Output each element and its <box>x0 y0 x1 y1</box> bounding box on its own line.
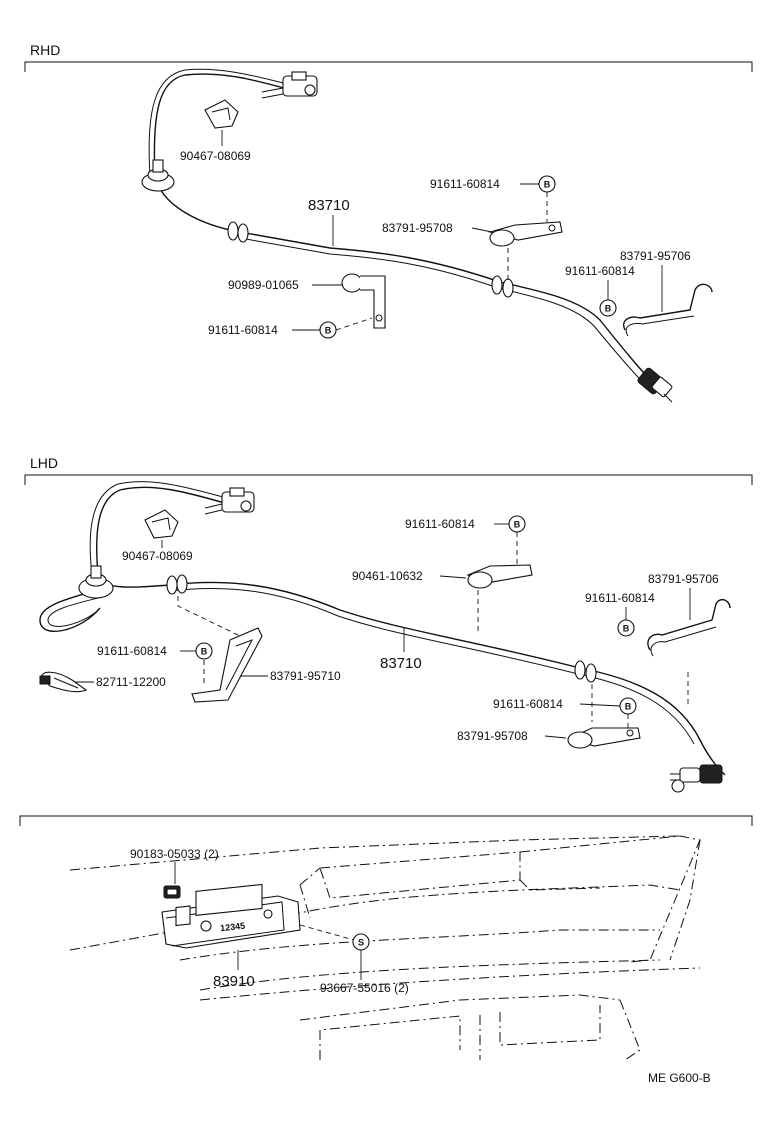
lhd-bolt-left-marker: B <box>195 642 213 660</box>
lhd-left-bracket <box>191 627 263 703</box>
rhd-cable-rings <box>227 221 514 298</box>
rhd-grommet-bracket <box>341 273 386 329</box>
lhd-frame <box>24 474 753 485</box>
rhd-heading: RHD <box>30 42 60 58</box>
lhd-cable-rings <box>166 574 597 683</box>
rhd-transmission-end-fitting <box>637 367 673 403</box>
lhd-speedometer-cable <box>95 486 726 776</box>
rhd-grommet <box>141 159 175 192</box>
lhd-band-label: 82711-12200 <box>96 675 166 689</box>
lhd-bolt-lower-marker: B <box>619 697 637 715</box>
svg-text:S: S <box>358 938 364 948</box>
rhd-bolt-upper-label: 91611-60814 <box>430 177 500 191</box>
lhd-cable-label: 83710 <box>380 655 422 672</box>
meter-screw-label: 93667-55016 (2) <box>320 981 409 995</box>
lhd-grommet <box>78 565 114 599</box>
meter-nut <box>163 885 181 899</box>
rhd-bolt-right-label: 91611-60814 <box>565 264 635 278</box>
rhd-bolt-upper-marker: B <box>538 175 556 193</box>
rhd-bolt-lower-marker: B <box>319 321 337 339</box>
rhd-cable-lower-edge <box>239 237 655 395</box>
rhd-frame <box>24 61 753 72</box>
figure-code: ME G600-B <box>648 1071 711 1085</box>
lhd-bracket-left-label: 83791-95710 <box>270 669 341 683</box>
lhd-meter-end-fitting <box>204 487 255 515</box>
meter-section: 12345 83910 90183-05033 (2) S 93667-5501… <box>19 815 753 1061</box>
meter-display-digits: 12345 <box>220 921 246 934</box>
svg-text:B: B <box>605 304 612 314</box>
rhd-cable-label: 83710 <box>308 197 350 214</box>
trip-meter-unit: 12345 <box>161 883 301 949</box>
lhd-top-clamp <box>144 509 179 539</box>
lhd-lower-clamp <box>567 727 641 749</box>
meter-screw-marker: S <box>352 933 370 951</box>
meter-frame <box>19 815 753 826</box>
rhd-grommet-label: 90989-01065 <box>228 278 299 292</box>
lhd-bolt-right-label: 91611-60814 <box>585 591 655 605</box>
lhd-transmission-end-fitting <box>670 764 723 793</box>
lhd-clip-upper-label: 90461-10632 <box>352 569 423 583</box>
svg-text:B: B <box>325 326 332 336</box>
lhd-bolt-left-label: 91611-60814 <box>97 644 167 658</box>
svg-text:B: B <box>625 702 632 712</box>
lhd-cable-loop <box>39 589 101 633</box>
lhd-bolt-upper-marker: B <box>508 515 526 533</box>
rhd-clamp-top-label: 90467-08069 <box>180 149 251 163</box>
rhd-upper-clamp <box>487 221 563 247</box>
svg-text:B: B <box>623 624 630 634</box>
svg-text:B: B <box>544 180 551 190</box>
lhd-clamp-lower-label: 83791-95708 <box>457 729 528 743</box>
lhd-heading: LHD <box>30 455 58 471</box>
lhd-bolt-lower-label: 91611-60814 <box>493 697 563 711</box>
lhd-bolt-right-marker: B <box>617 619 635 637</box>
lhd-section: LHD 90467-08069 <box>24 455 753 793</box>
meter-label: 83910 <box>213 973 255 990</box>
meter-nut-label: 90183-05033 (2) <box>130 847 219 861</box>
rhd-clamp-upper-label: 83791-95708 <box>382 221 453 235</box>
rhd-clamp-right-label: 83791-95706 <box>620 249 691 263</box>
rhd-section: RHD 90467-08069 <box>24 42 753 403</box>
lhd-clamp-right-label: 83791-95706 <box>648 572 719 586</box>
rhd-bolt-lower-label: 91611-60814 <box>208 323 278 337</box>
rhd-meter-end-fitting <box>261 71 318 99</box>
lhd-right-wire-clamp <box>647 598 731 657</box>
rhd-right-wire-clamp <box>623 283 713 337</box>
lhd-upper-clip <box>466 564 533 589</box>
rhd-top-clamp <box>204 99 239 129</box>
svg-text:B: B <box>514 520 521 530</box>
lhd-band <box>39 671 88 693</box>
rhd-speedometer-cable <box>153 73 661 391</box>
lhd-clamp-top-label: 90467-08069 <box>122 549 193 563</box>
lhd-bolt-upper-label: 91611-60814 <box>405 517 475 531</box>
dashboard-outline <box>69 835 701 1061</box>
rhd-cable-outer-edge <box>148 68 305 176</box>
rhd-bolt-right-marker: B <box>599 299 617 317</box>
svg-text:B: B <box>201 647 208 657</box>
